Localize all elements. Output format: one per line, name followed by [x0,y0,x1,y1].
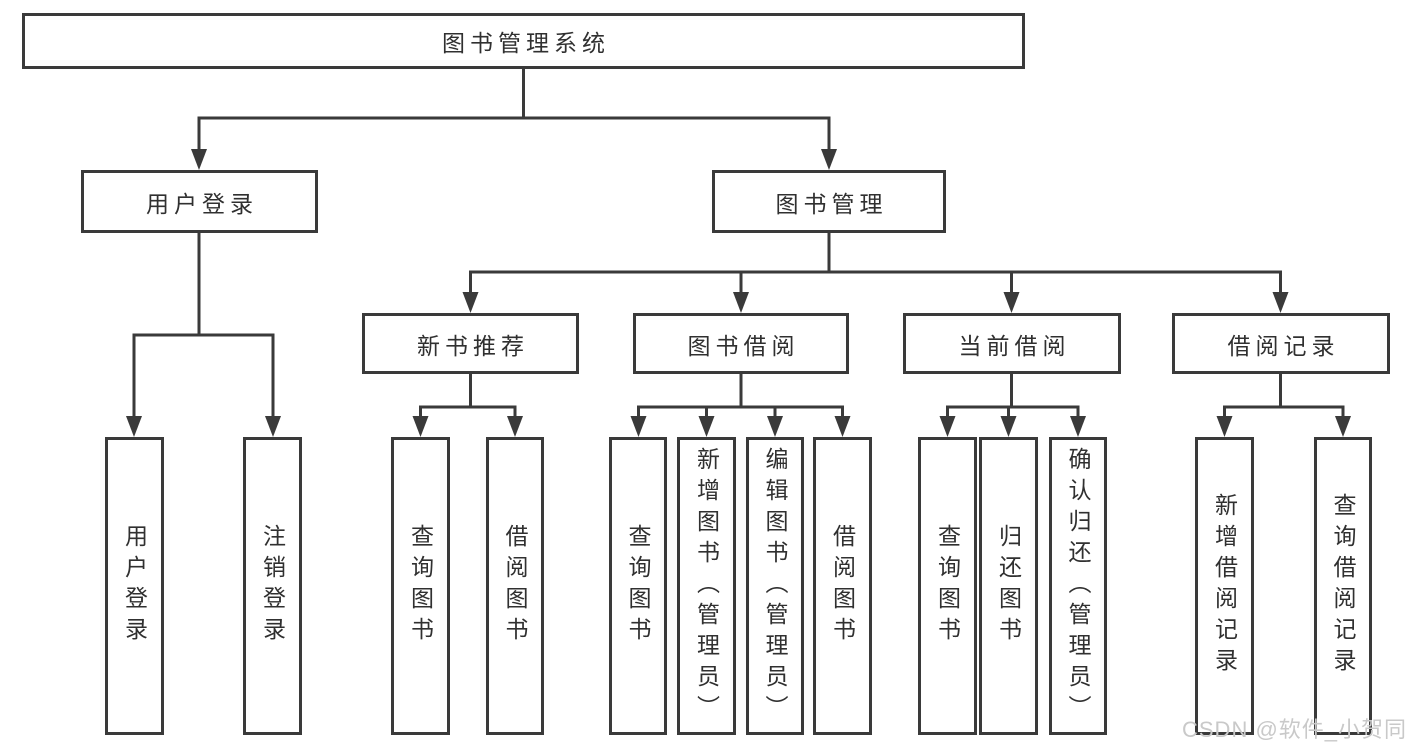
node-current-borrow: 当前借阅 [903,313,1121,374]
node-book-management-label: 图书管理 [775,190,888,217]
node-leaf-confirm-return-admin-label: 确认归还（管理员） [1065,446,1091,726]
node-book-management: 图书管理 [712,170,946,233]
node-leaf-query-books-recommend: 查询图书 [391,437,450,735]
node-new-book-recommend-label: 新书推荐 [417,332,529,359]
node-leaf-logout: 注销登录 [243,437,302,735]
node-leaf-query-books-borrow: 查询图书 [609,437,667,735]
node-leaf-add-book-admin: 新增图书（管理员） [677,437,736,735]
node-leaf-add-borrow-record-label: 新增借阅记录 [1211,493,1238,679]
node-leaf-add-book-admin-label: 新增图书（管理员） [693,446,720,726]
csdn-watermark: CSDN @软件_小贺同学 [1182,717,1405,742]
node-leaf-logout-label: 注销登录 [259,524,286,648]
node-leaf-edit-book-admin-label: 编辑图书（管理员） [762,446,788,726]
node-leaf-query-books-recommend-label: 查询图书 [407,524,434,648]
node-book-borrow-label: 图书借阅 [687,332,800,359]
node-leaf-query-borrow-record-label: 查询借阅记录 [1330,493,1356,679]
arrowheads [126,149,1351,437]
node-leaf-return-book-label: 归还图书 [995,524,1022,648]
node-leaf-query-books-current: 查询图书 [918,437,977,735]
node-leaf-borrow-books-label: 借阅图书 [829,524,856,648]
node-leaf-query-borrow-record: 查询借阅记录 [1314,437,1372,735]
node-leaf-borrow-books-recommend-label: 借阅图书 [502,524,528,648]
node-leaf-user-login-label: 用户登录 [121,524,148,648]
node-root-label: 图书管理系统 [442,30,610,56]
node-leaf-query-books-borrow-label: 查询图书 [625,524,651,648]
node-leaf-borrow-books: 借阅图书 [813,437,872,735]
node-leaf-user-login: 用户登录 [105,437,164,735]
node-leaf-borrow-books-recommend: 借阅图书 [486,437,544,735]
node-leaf-confirm-return-admin: 确认归还（管理员） [1049,437,1107,735]
node-leaf-edit-book-admin: 编辑图书（管理员） [746,437,804,735]
node-root: 图书管理系统 [22,13,1025,69]
node-leaf-add-borrow-record: 新增借阅记录 [1195,437,1254,735]
node-book-borrow: 图书借阅 [633,313,849,374]
node-borrow-records-label: 借阅记录 [1227,332,1340,359]
node-user-login-label: 用户登录 [146,190,258,217]
node-new-book-recommend: 新书推荐 [362,313,579,374]
node-leaf-return-book: 归还图书 [979,437,1038,735]
node-current-borrow-label: 当前借阅 [958,332,1071,359]
node-leaf-query-books-current-label: 查询图书 [934,524,961,648]
node-borrow-records: 借阅记录 [1172,313,1390,374]
node-user-login: 用户登录 [81,170,318,233]
